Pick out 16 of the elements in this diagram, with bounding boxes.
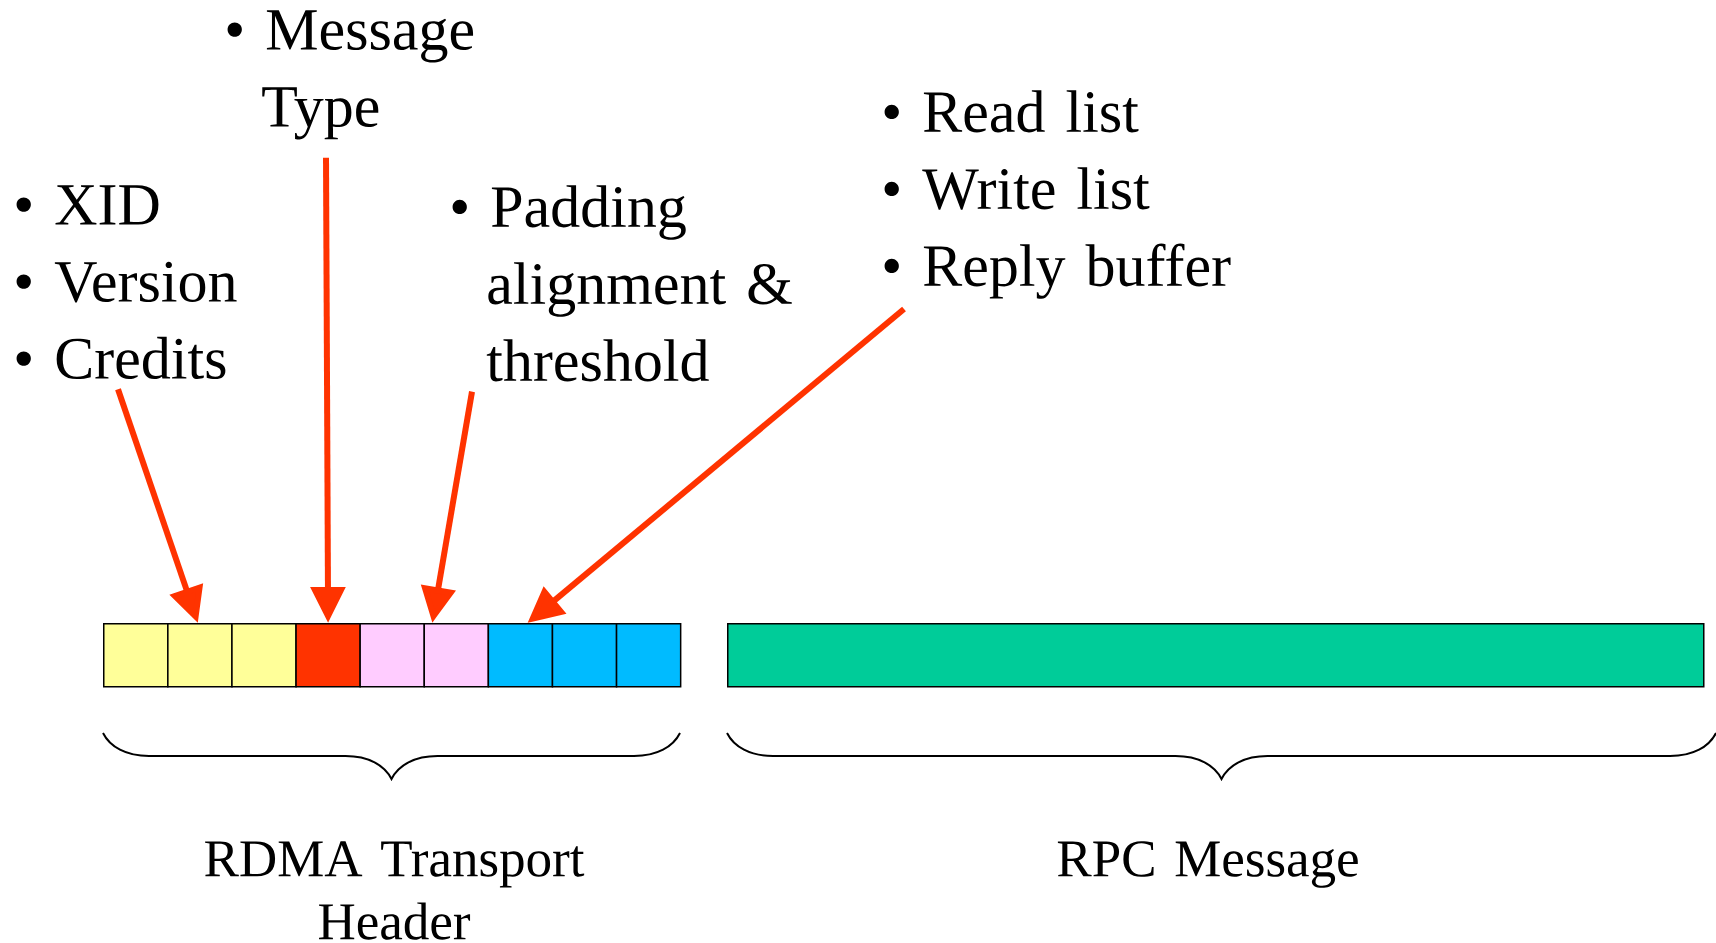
field-cell — [103, 623, 169, 688]
bullet-list: • Padding alignment & threshold — [452, 185, 792, 382]
bullet-list: • Read list • Write list • Reply buffer — [884, 90, 1231, 299]
caption-text: RPC Message — [1057, 841, 1358, 888]
field-cell — [423, 623, 490, 688]
field-cell — [487, 623, 554, 688]
caption-text: RDMA Transport Header — [205, 841, 585, 940]
bullet-list: • XID • Version • Credits — [16, 185, 237, 380]
field-cell — [615, 623, 682, 688]
field-cell — [551, 623, 618, 688]
field-cell — [359, 623, 425, 688]
field-cell — [295, 623, 361, 688]
field-cell — [231, 623, 297, 688]
field-cell — [167, 623, 233, 688]
message-bar — [727, 623, 1705, 688]
bullet-list: • Message Type — [227, 10, 474, 140]
